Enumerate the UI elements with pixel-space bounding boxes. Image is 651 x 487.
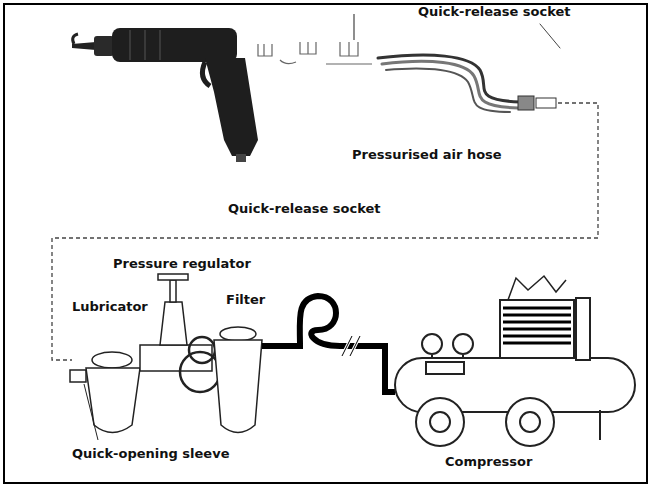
regulator-bonnet — [160, 302, 187, 345]
fin — [503, 342, 571, 345]
belt-guard — [576, 298, 590, 360]
wheel-hub — [430, 412, 450, 432]
gauge — [453, 334, 473, 354]
nose — [94, 36, 114, 56]
inlet-fitting — [70, 370, 86, 382]
part-label: Filter — [226, 292, 265, 308]
pump-fins — [503, 308, 571, 343]
air-inlet — [236, 154, 246, 162]
foot — [599, 410, 601, 440]
hose-line — [386, 69, 510, 113]
hose-break — [342, 336, 360, 356]
leader-line — [353, 14, 354, 40]
part-label: Pressure regulator — [113, 256, 251, 272]
chisel — [72, 42, 96, 50]
part — [280, 60, 296, 64]
rib — [130, 30, 131, 60]
grip — [205, 58, 258, 156]
handle-wire — [508, 276, 566, 300]
regulator-body — [140, 345, 212, 371]
wheel — [506, 398, 554, 446]
fin — [503, 328, 571, 331]
part-label: Pressurised air hose — [352, 147, 502, 163]
wheel — [416, 398, 464, 446]
fin — [503, 314, 571, 317]
leader-line — [84, 384, 98, 440]
lubricator-cap — [92, 352, 132, 368]
part — [340, 42, 358, 56]
chisel-hook — [73, 34, 78, 44]
part-label: Quick-opening sleeve — [72, 446, 229, 462]
plug — [536, 98, 556, 108]
part — [300, 42, 316, 54]
gauge-ring — [180, 352, 220, 392]
part-label: Lubricator — [72, 299, 148, 315]
gauge — [189, 337, 215, 363]
supply-hose — [262, 296, 395, 392]
trigger — [202, 62, 210, 86]
part — [326, 63, 372, 64]
air-hammer — [72, 28, 258, 162]
fin — [503, 307, 571, 310]
dashed-connection — [52, 103, 598, 360]
compressor — [395, 276, 635, 446]
regulator-handle — [158, 274, 188, 280]
part — [258, 44, 272, 56]
hose-break — [342, 336, 360, 356]
pump — [500, 300, 574, 358]
frame — [4, 4, 647, 483]
filter-bowl — [214, 340, 262, 433]
rib — [160, 30, 161, 60]
air-hose — [378, 24, 560, 112]
part-label: Quick-release socket — [228, 201, 381, 217]
part-label: Compressor — [445, 454, 532, 470]
fin — [503, 321, 571, 324]
accessory-parts — [258, 14, 372, 64]
rib — [145, 30, 146, 60]
fin — [503, 335, 571, 338]
part-label: Quick-release socket — [418, 4, 571, 20]
switch-box — [426, 362, 464, 374]
socket — [518, 96, 534, 110]
regulator-stem — [170, 280, 176, 302]
barrel — [112, 28, 237, 62]
gauge — [422, 334, 442, 354]
wheel-hub — [520, 412, 540, 432]
filter-cap — [220, 327, 256, 341]
leader-line — [540, 24, 560, 48]
